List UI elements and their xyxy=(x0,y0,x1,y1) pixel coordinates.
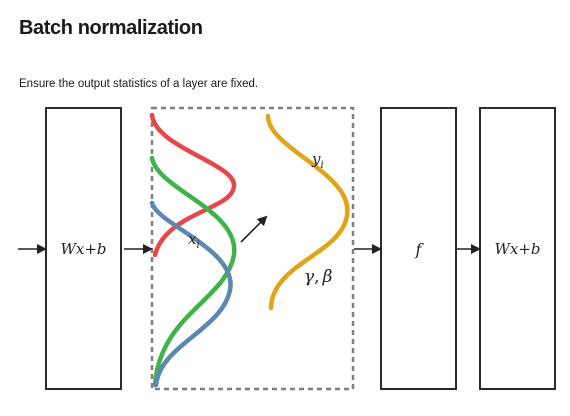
blue-distribution-curve xyxy=(149,200,233,388)
output-layer-box xyxy=(479,107,556,390)
activation-label: f xyxy=(415,240,425,259)
output-variable-label: yi xyxy=(311,150,324,171)
input-layer-box xyxy=(45,107,122,390)
slide-subtitle: Ensure the output statistics of a layer … xyxy=(19,78,259,90)
slide-title: Batch normalization xyxy=(19,17,203,39)
output-layer-label: Wx+b xyxy=(494,240,540,258)
transform-arrow xyxy=(240,215,268,243)
input-layer-label: Wx+b xyxy=(60,240,106,258)
gamma-beta-label: γ,β xyxy=(304,267,333,287)
yellow-distribution-curve xyxy=(265,113,350,311)
green-distribution-curve xyxy=(149,155,237,388)
input-variable-label: xi xyxy=(188,230,200,251)
activation-box xyxy=(380,107,457,390)
